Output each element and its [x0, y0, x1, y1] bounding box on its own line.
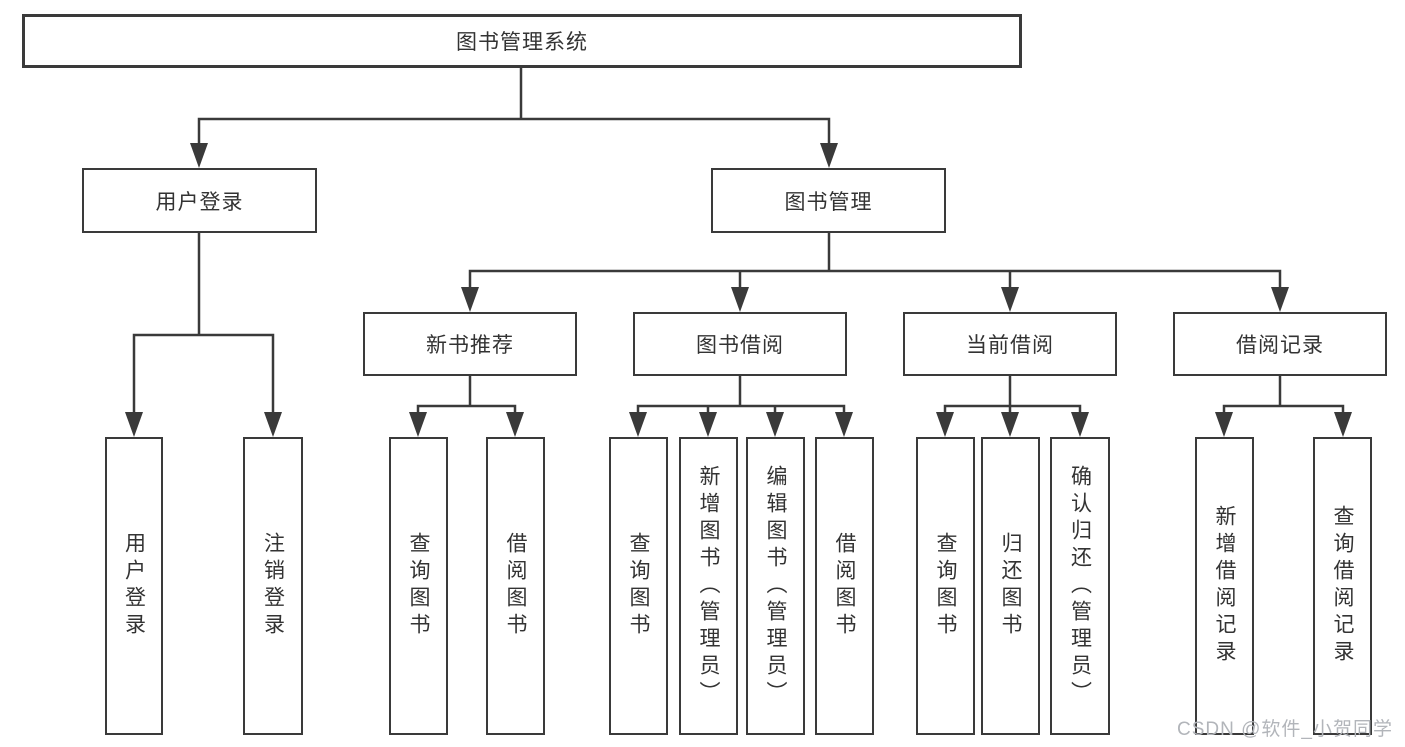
arrowheads [125, 143, 1352, 437]
edge-current-to-leaves [943, 376, 1082, 415]
leaf-return-books-label: 归还图书 [999, 532, 1022, 640]
arrow-down-icon [766, 412, 784, 437]
leaf-add-books-admin-label: 新增图书（管理员） [697, 464, 720, 708]
leaf-query-books-current-label: 查询图书 [934, 532, 957, 640]
node-current-borrowing-label: 当前借阅 [966, 334, 1054, 357]
arrow-down-icon [190, 143, 208, 168]
leaf-query-books-borrowing-label: 查询图书 [627, 532, 650, 640]
arrow-down-icon [936, 412, 954, 437]
leaf-query-books-current: 查询图书 [916, 437, 975, 735]
edge-borrowing-to-leaves [636, 376, 846, 415]
node-user-login-branch-label: 用户登录 [155, 190, 244, 214]
arrow-down-icon [1001, 412, 1019, 437]
leaf-add-books-admin: 新增图书（管理员） [679, 437, 738, 735]
edge-recommend-to-leaves [416, 376, 517, 415]
node-book-management-label: 图书管理 [784, 190, 873, 214]
node-root: 图书管理系统 [22, 14, 1022, 68]
leaf-edit-books-admin-label: 编辑图书（管理员） [764, 464, 787, 708]
node-current-borrowing: 当前借阅 [903, 312, 1117, 376]
arrow-down-icon [820, 143, 838, 168]
arrow-down-icon [125, 412, 143, 437]
arrow-down-icon [1271, 287, 1289, 312]
leaf-return-books: 归还图书 [981, 437, 1040, 735]
leaf-edit-books-admin: 编辑图书（管理员） [746, 437, 805, 735]
arrow-down-icon [506, 412, 524, 437]
arrow-down-icon [835, 412, 853, 437]
node-book-borrowing-label: 图书借阅 [696, 334, 784, 357]
leaf-query-books-recommend: 查询图书 [389, 437, 448, 735]
leaf-add-borrow-record: 新增借阅记录 [1195, 437, 1254, 735]
arrow-down-icon [461, 287, 479, 312]
edge-root-to-level2 [197, 68, 831, 145]
csdn-watermark: CSDN @软件_小贺同学 [1177, 719, 1393, 740]
node-book-borrowing: 图书借阅 [633, 312, 847, 376]
arrow-down-icon [1334, 412, 1352, 437]
node-new-book-recommendation: 新书推荐 [363, 312, 577, 376]
leaf-logout-label: 注销登录 [261, 532, 285, 640]
arrow-down-icon [264, 412, 282, 437]
leaf-borrow-books-borrowing: 借阅图书 [815, 437, 874, 735]
arrow-down-icon [731, 287, 749, 312]
leaf-confirm-return-admin-label: 确认归还（管理员） [1068, 464, 1092, 708]
edge-records-to-leaves [1222, 376, 1345, 415]
leaf-logout: 注销登录 [243, 437, 303, 735]
leaf-add-borrow-record-label: 新增借阅记录 [1213, 505, 1236, 667]
arrow-down-icon [1071, 412, 1089, 437]
edge-userlogin-to-leaves [132, 233, 275, 414]
leaf-query-books-recommend-label: 查询图书 [407, 532, 430, 640]
node-user-login-branch: 用户登录 [82, 168, 317, 233]
node-borrowing-records-label: 借阅记录 [1236, 334, 1324, 357]
arrow-down-icon [629, 412, 647, 437]
leaf-query-borrow-record: 查询借阅记录 [1313, 437, 1372, 735]
leaf-borrow-books-recommend-label: 借阅图书 [504, 532, 527, 640]
leaf-confirm-return-admin: 确认归还（管理员） [1050, 437, 1110, 735]
leaf-user-login: 用户登录 [105, 437, 163, 735]
edge-bookmgmt-to-level3 [468, 233, 1282, 290]
node-book-management: 图书管理 [711, 168, 946, 233]
leaf-borrow-books-recommend: 借阅图书 [486, 437, 545, 735]
node-root-label: 图书管理系统 [456, 31, 588, 54]
arrow-down-icon [1001, 287, 1019, 312]
arrow-down-icon [1215, 412, 1233, 437]
node-new-book-recommendation-label: 新书推荐 [426, 334, 514, 357]
arrow-down-icon [699, 412, 717, 437]
leaf-borrow-books-borrowing-label: 借阅图书 [833, 532, 856, 640]
leaf-query-books-borrowing: 查询图书 [609, 437, 668, 735]
tree-edges [132, 68, 1345, 415]
node-borrowing-records: 借阅记录 [1173, 312, 1387, 376]
leaf-query-borrow-record-label: 查询借阅记录 [1331, 505, 1354, 667]
leaf-user-login-label: 用户登录 [122, 532, 146, 640]
arrow-down-icon [409, 412, 427, 437]
